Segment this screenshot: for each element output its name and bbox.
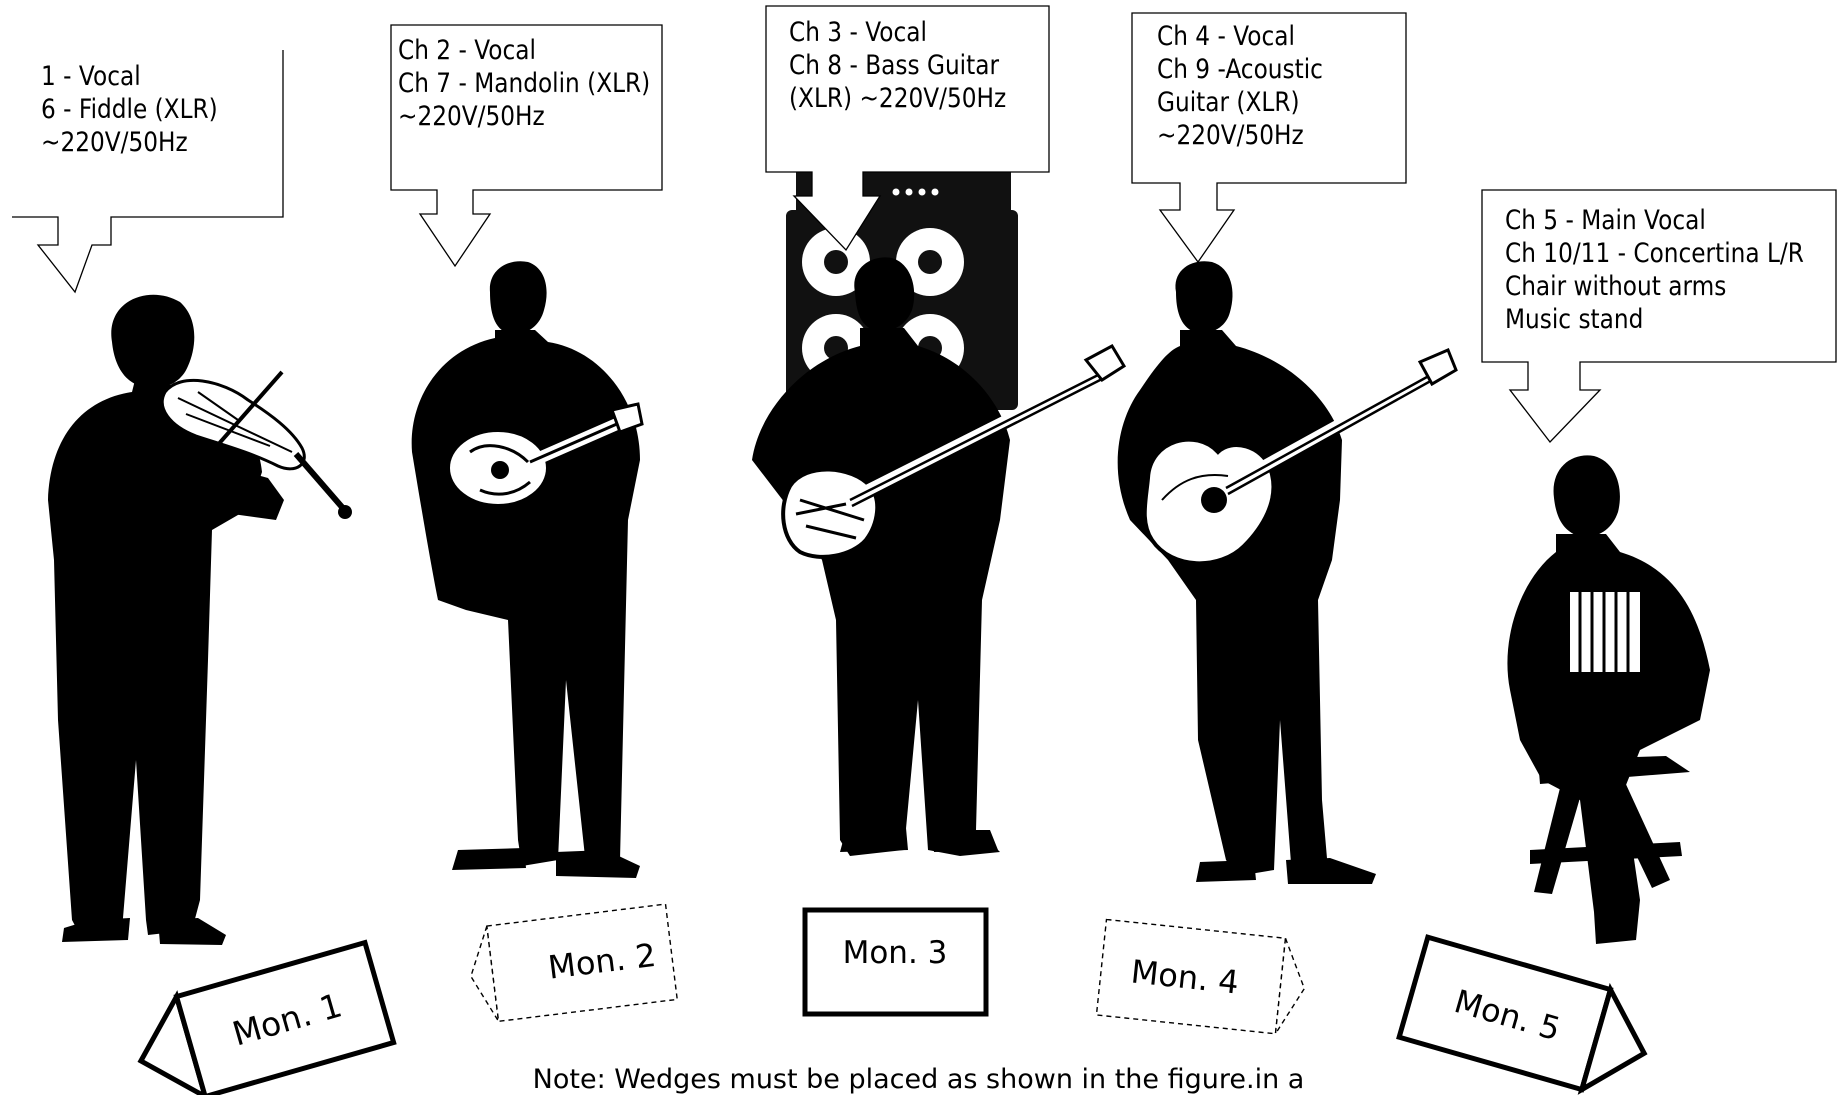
placement-note: Note: Wedges must be placed as shown in …: [0, 1064, 1837, 1095]
callout-2-line-2: Ch 7 - Mandolin (XLR): [398, 67, 650, 100]
callout-1-line-2: 6 - Fiddle (XLR): [41, 93, 218, 126]
callout-5-text: Ch 5 - Main Vocal Ch 10/11 - Concertina …: [1505, 204, 1804, 336]
monitor-wedge-2: Mon. 2: [465, 904, 677, 1024]
callout-3-line-3: (XLR) ~220V/50Hz: [789, 82, 1006, 115]
callout-5-line-1: Ch 5 - Main Vocal: [1505, 204, 1804, 237]
callout-4-line-4: ~220V/50Hz: [1157, 119, 1323, 152]
performer-5-silhouette: [1507, 455, 1710, 944]
callout-3-line-1: Ch 3 - Vocal: [789, 16, 1006, 49]
callout-2-line-1: Ch 2 - Vocal: [398, 34, 650, 67]
callout-5-line-2: Ch 10/11 - Concertina L/R: [1505, 237, 1804, 270]
monitor-wedge-3: Mon. 3: [805, 910, 986, 1014]
callout-5-line-3: Chair without arms: [1505, 270, 1804, 303]
callout-3-text: Ch 3 - Vocal Ch 8 - Bass Guitar (XLR) ~2…: [789, 16, 1006, 115]
performer-2-silhouette: [412, 261, 640, 878]
callout-1-line-1: 1 - Vocal: [41, 60, 218, 93]
callout-2-text: Ch 2 - Vocal Ch 7 - Mandolin (XLR) ~220V…: [398, 34, 650, 133]
callout-1-text: 1 - Vocal 6 - Fiddle (XLR) ~220V/50Hz: [41, 60, 218, 159]
callout-1-line-3: ~220V/50Hz: [41, 126, 218, 159]
callout-3-line-2: Ch 8 - Bass Guitar: [789, 49, 1006, 82]
callout-5-line-4: Music stand: [1505, 303, 1804, 336]
monitor-label-3: Mon. 3: [843, 935, 948, 971]
performer-4-silhouette: [1118, 261, 1376, 884]
monitor-wedge-4: Mon. 4: [1096, 919, 1309, 1036]
callout-4-line-1: Ch 4 - Vocal: [1157, 20, 1323, 53]
callout-4-line-3: Guitar (XLR): [1157, 86, 1323, 119]
concertina: [1556, 590, 1654, 674]
callout-2-line-3: ~220V/50Hz: [398, 100, 650, 133]
callout-4-line-2: Ch 9 -Acoustic: [1157, 53, 1323, 86]
callout-4-text: Ch 4 - Vocal Ch 9 -Acoustic Guitar (XLR)…: [1157, 20, 1323, 152]
